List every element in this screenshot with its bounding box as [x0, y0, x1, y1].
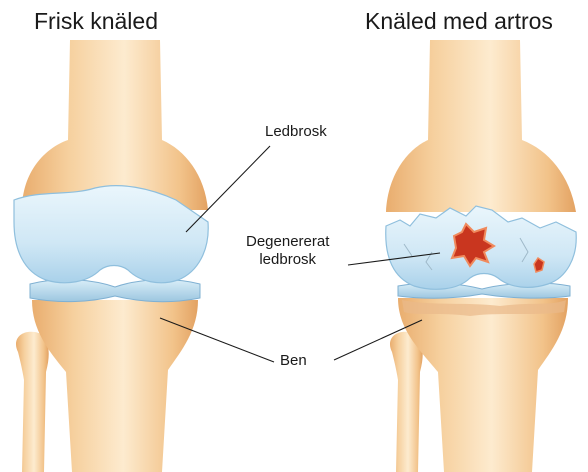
- degenerated-cartilage-label: Degenererat ledbrosk: [246, 233, 329, 269]
- healthy-knee: [14, 40, 208, 472]
- healthy-fibula: [16, 332, 49, 472]
- arthritic-femur: [386, 40, 576, 212]
- healthy-tibia: [32, 300, 198, 472]
- healthy-meniscus: [30, 280, 200, 302]
- arthritic-fibula: [390, 332, 423, 472]
- healthy-femur: [22, 40, 208, 210]
- cartilage-label: Ledbrosk: [265, 123, 327, 141]
- arthritic-knee-title: Knäled med artros: [365, 8, 553, 35]
- degenerated-label-line1: Degenererat: [246, 233, 329, 251]
- bone-label: Ben: [280, 352, 307, 370]
- healthy-knee-title: Frisk knäled: [34, 8, 158, 35]
- degenerated-label-line2: ledbrosk: [246, 251, 329, 269]
- arthritic-tibia: [398, 298, 568, 472]
